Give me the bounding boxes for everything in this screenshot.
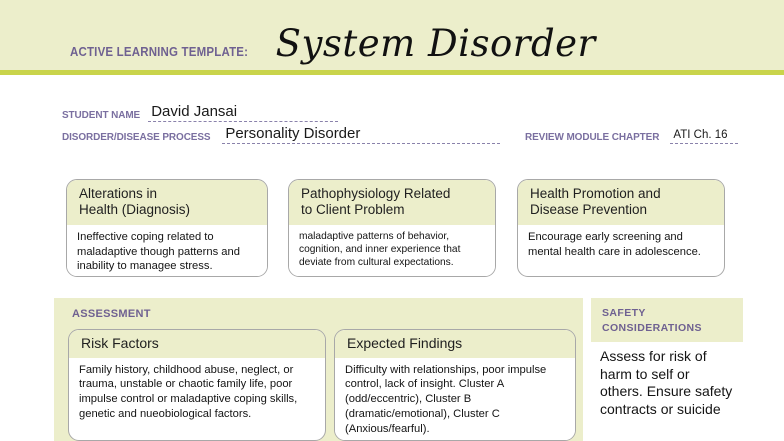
- card-alterations-text: Ineffective coping related to maladaptiv…: [77, 230, 240, 273]
- card-risk-factors-body[interactable]: Family history, childhood abuse, neglect…: [69, 357, 325, 428]
- card-pathophysiology-body[interactable]: maladaptive patterns of behavior, cognit…: [289, 224, 495, 276]
- card-alterations-header: Alterations in Health (Diagnosis): [67, 180, 267, 225]
- card-expected-findings[interactable]: Expected Findings Difficulty with relati…: [334, 329, 576, 441]
- disorder-row: DISORDER/DISEASE PROCESS Personality Dis…: [62, 125, 501, 144]
- student-name-row: STUDENT NAME David Jansai: [62, 103, 339, 122]
- card-pathophysiology-text: maladaptive patterns of behavior, cognit…: [299, 230, 461, 269]
- review-chapter-label: REVIEW MODULE CHAPTER: [525, 131, 660, 143]
- assessment-section: ASSESSMENT Risk Factors Family history, …: [54, 298, 583, 441]
- safety-considerations-title-line1: SAFETY: [602, 307, 646, 319]
- card-alterations-body[interactable]: Ineffective coping related to maladaptiv…: [67, 224, 267, 276]
- review-chapter-value: ATI Ch. 16: [673, 129, 728, 141]
- card-expected-findings-header: Expected Findings: [335, 330, 575, 358]
- card-alterations-in-health[interactable]: Alterations in Health (Diagnosis) Ineffe…: [66, 179, 268, 277]
- card-pathophysiology-title-line1: Pathophysiology Related: [301, 186, 451, 201]
- disorder-field[interactable]: Personality Disorder: [222, 125, 501, 144]
- card-alterations-title-line1: Alterations in: [79, 186, 158, 201]
- review-chapter-row: REVIEW MODULE CHAPTER ATI Ch. 16: [525, 125, 739, 144]
- safety-considerations-body[interactable]: Assess for risk of harm to self or other…: [591, 342, 743, 419]
- card-health-promotion[interactable]: Health Promotion and Disease Prevention …: [517, 179, 725, 277]
- disorder-label: DISORDER/DISEASE PROCESS: [62, 131, 211, 143]
- top-boxes-row: Alterations in Health (Diagnosis) Ineffe…: [0, 175, 784, 287]
- card-risk-factors-title: Risk Factors: [81, 335, 159, 351]
- template-kicker-label: ACTIVE LEARNING TEMPLATE:: [70, 45, 249, 59]
- safety-considerations-title-line2: CONSIDERATIONS: [602, 322, 702, 335]
- card-expected-findings-title: Expected Findings: [347, 335, 463, 351]
- card-health-promotion-text: Encourage early screening and mental hea…: [528, 230, 701, 258]
- card-pathophysiology-title-line2: to Client Problem: [301, 201, 405, 217]
- header-banner: ACTIVE LEARNING TEMPLATE: System Disorde…: [0, 0, 784, 75]
- card-risk-factors[interactable]: Risk Factors Family history, childhood a…: [68, 329, 326, 441]
- disorder-value: Personality Disorder: [225, 125, 361, 142]
- safety-considerations-panel: SAFETY CONSIDERATIONS Assess for risk of…: [591, 298, 743, 441]
- student-name-field[interactable]: David Jansai: [148, 103, 339, 122]
- safety-considerations-text: Assess for risk of harm to self or other…: [600, 348, 733, 417]
- card-health-promotion-body[interactable]: Encourage early screening and mental hea…: [518, 224, 724, 266]
- student-name-label: STUDENT NAME: [62, 109, 141, 121]
- card-health-promotion-title-line1: Health Promotion and: [530, 186, 661, 201]
- meta-fields: STUDENT NAME David Jansai DISORDER/DISEA…: [0, 75, 784, 167]
- card-expected-findings-body[interactable]: Difficulty with relationships, poor impu…: [335, 357, 575, 440]
- header-inner: ACTIVE LEARNING TEMPLATE: System Disorde…: [0, 25, 784, 62]
- assessment-section-label: ASSESSMENT: [72, 308, 151, 320]
- card-health-promotion-header: Health Promotion and Disease Prevention: [518, 180, 724, 225]
- safety-considerations-header: SAFETY CONSIDERATIONS: [591, 298, 743, 342]
- card-alterations-title-line2: Health (Diagnosis): [79, 201, 191, 217]
- card-health-promotion-title-line2: Disease Prevention: [530, 201, 648, 217]
- card-expected-findings-text: Difficulty with relationships, poor impu…: [345, 363, 547, 435]
- card-pathophysiology[interactable]: Pathophysiology Related to Client Proble…: [288, 179, 496, 277]
- review-chapter-field[interactable]: ATI Ch. 16: [670, 125, 739, 144]
- card-risk-factors-header: Risk Factors: [69, 330, 325, 358]
- card-risk-factors-text: Family history, childhood abuse, neglect…: [79, 363, 298, 420]
- page-title: System Disorder: [275, 22, 596, 65]
- student-name-value: David Jansai: [151, 103, 238, 120]
- card-pathophysiology-header: Pathophysiology Related to Client Proble…: [289, 180, 495, 225]
